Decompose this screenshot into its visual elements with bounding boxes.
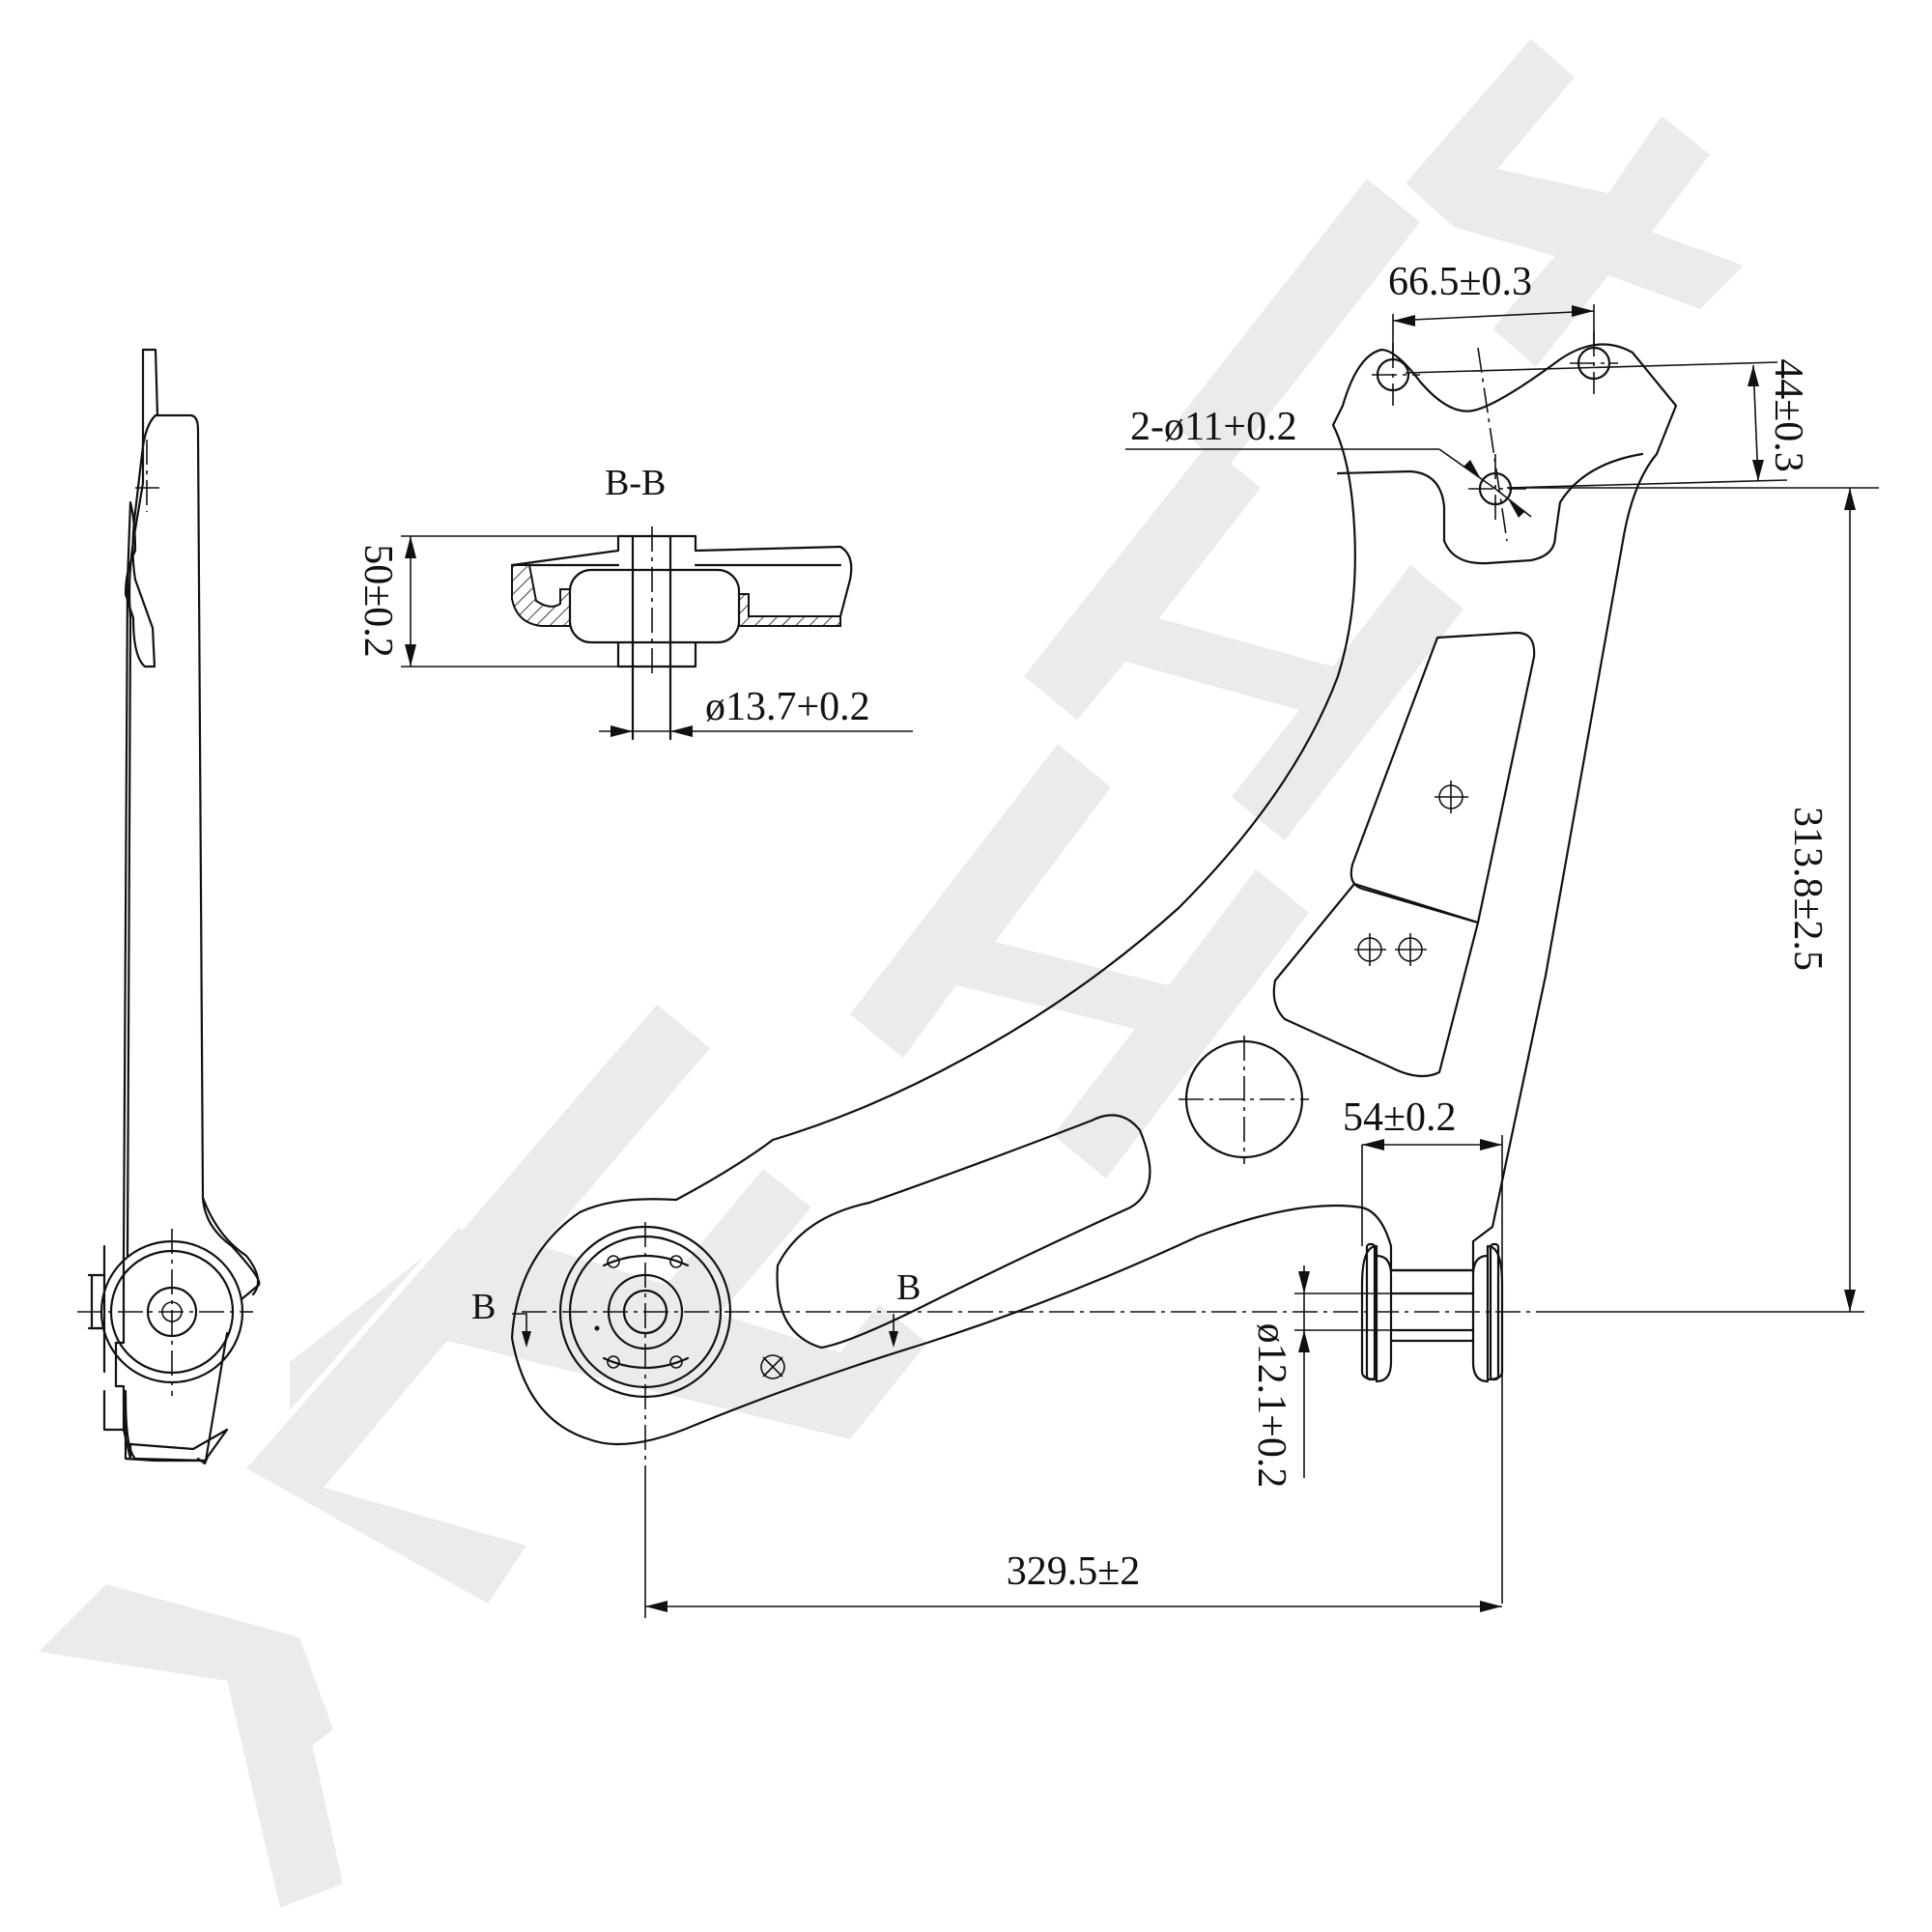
hole-spacing-dim: 66.5±0.3 bbox=[1388, 260, 1532, 304]
bushing-width-dim: 54±0.2 bbox=[1343, 1095, 1457, 1140]
bushing-bore-dim: ø12.1+0.2 bbox=[1249, 1323, 1293, 1489]
hole-offset-dim: 44±0.3 bbox=[1766, 358, 1810, 472]
height-dim: 313.8±2.5 bbox=[1785, 807, 1830, 971]
section-title: B-B bbox=[605, 463, 666, 503]
section-bb: B-B 50±0.2 ø13.7+0.2 bbox=[355, 463, 913, 741]
section-height-dim: 50±0.2 bbox=[355, 544, 400, 658]
main-view: B B 66.5±0.3 44±0.3 2-ø11+0.2 313.8± bbox=[471, 260, 1879, 1618]
watermark bbox=[39, 39, 1744, 1908]
section-bore-dim: ø13.7+0.2 bbox=[705, 685, 870, 729]
section-marker-right: B bbox=[896, 1267, 921, 1308]
length-dim: 329.5±2 bbox=[1007, 1549, 1141, 1594]
side-view bbox=[77, 348, 261, 1465]
section-marker-left: B bbox=[471, 1287, 496, 1327]
holes-dim: 2-ø11+0.2 bbox=[1130, 405, 1297, 449]
